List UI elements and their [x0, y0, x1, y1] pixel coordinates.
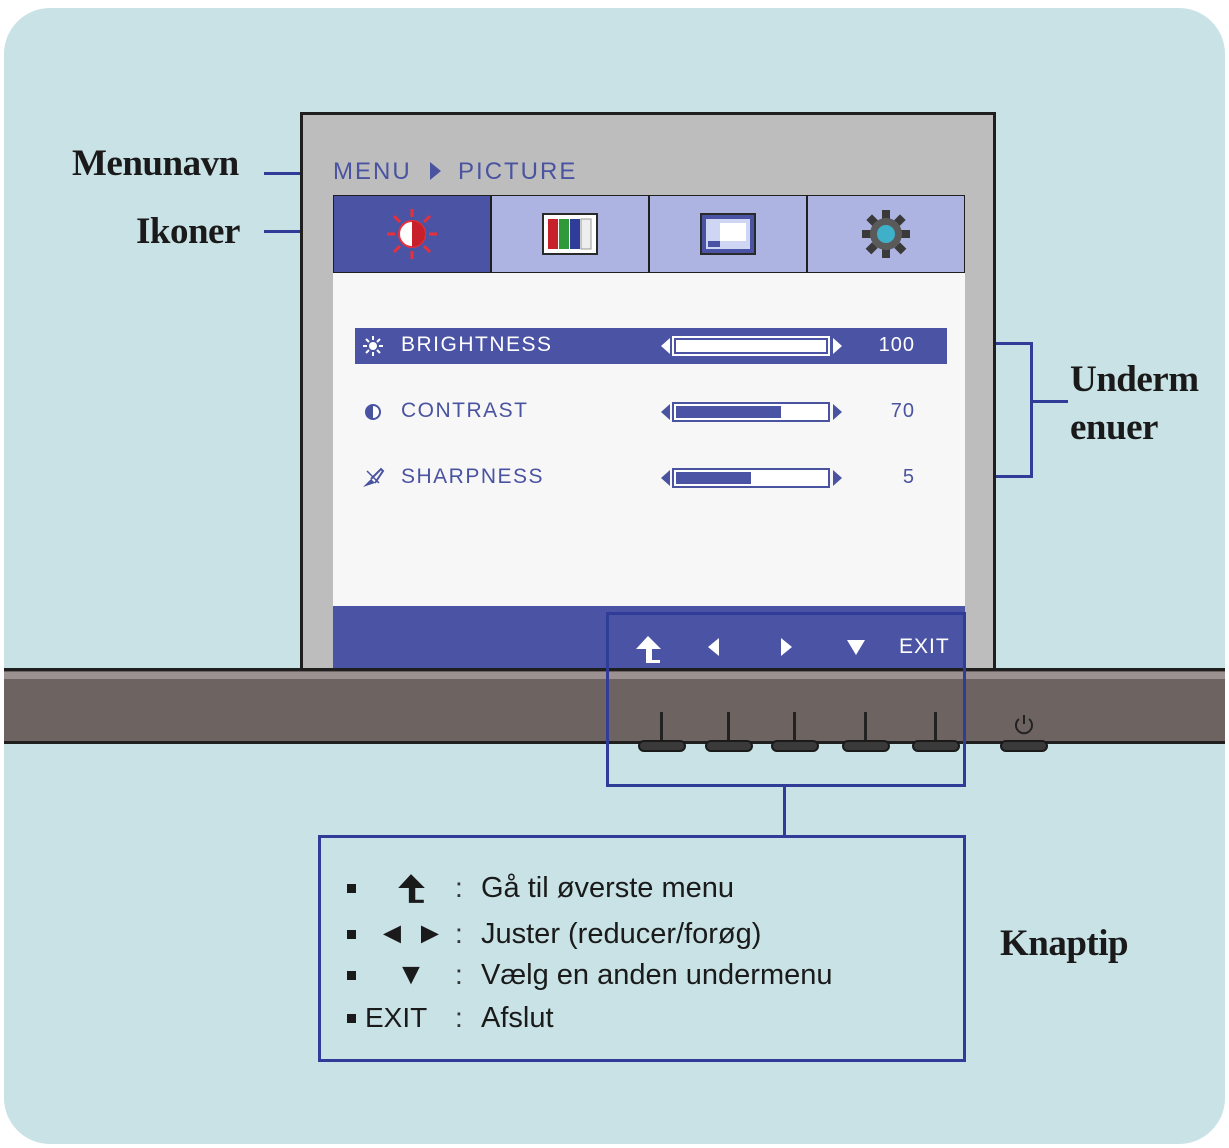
hw-button-left[interactable]	[705, 712, 753, 752]
osd-icon-tabs	[333, 195, 965, 273]
hw-button-down[interactable]	[842, 712, 890, 752]
submenu-pointer-line	[1032, 400, 1068, 403]
increase-arrow-icon[interactable]	[833, 470, 842, 486]
submenu-label: CONTRAST	[401, 399, 529, 422]
legend-row-select: ▼ : Vælg en anden undermenu	[321, 955, 961, 995]
down-arrow-icon: ▼	[396, 958, 426, 991]
bullet	[347, 930, 356, 939]
right-arrow-icon	[781, 638, 792, 656]
contrast-icon	[365, 404, 381, 420]
bezel-highlight	[4, 672, 1225, 679]
left-arrow-icon	[708, 638, 719, 656]
callout-submenus-line2: enuer	[1070, 407, 1158, 448]
breadcrumb-separator-icon	[430, 162, 442, 180]
decrease-arrow-icon[interactable]	[661, 470, 670, 486]
legend-text: Gå til øverste menu	[481, 872, 735, 904]
osd-breadcrumb: MENU PICTURE	[333, 158, 577, 186]
exit-symbol: EXIT	[365, 1002, 428, 1033]
sharpness-slider[interactable]	[672, 468, 830, 488]
osd-submenu-panel: BRIGHTNESS 100 CONTRAST 70 SHARPNESS 5	[333, 273, 965, 606]
icons-pointer-line	[264, 230, 300, 233]
legend-text: Vælg en anden undermenu	[481, 959, 833, 991]
osd-button-bar: EXIT	[333, 606, 965, 668]
legend-row-adjust: ◄ ► : Juster (reducer/forøg)	[321, 914, 961, 954]
settings-gear-icon	[862, 210, 910, 258]
legend-text: Juster (reducer/forøg)	[481, 918, 762, 950]
slider-fill	[676, 472, 751, 484]
slider-fill	[676, 406, 781, 418]
submenu-label: BRIGHTNESS	[401, 333, 553, 356]
left-right-arrows-icon: ◄ ►	[377, 917, 445, 950]
submenu-bracket-vertical	[1030, 342, 1033, 478]
submenu-label: SHARPNESS	[401, 465, 545, 488]
submenu-row-brightness[interactable]: BRIGHTNESS 100	[355, 328, 947, 364]
exit-hint: EXIT	[899, 635, 950, 658]
hw-button-menu[interactable]	[638, 712, 686, 752]
submenu-bracket-top	[996, 342, 1032, 345]
button-tips-legend: : Gå til øverste menu ◄ ► : Juster (redu…	[318, 835, 966, 1062]
legend-text: Afslut	[481, 1002, 554, 1034]
up-menu-icon	[636, 636, 661, 663]
increase-arrow-icon[interactable]	[833, 404, 842, 420]
menu-name-pointer-line	[264, 172, 300, 175]
legend-connector-line	[783, 787, 786, 835]
slider-fill	[676, 340, 826, 352]
hw-button-power[interactable]	[1000, 712, 1048, 752]
breadcrumb-root: MENU	[333, 158, 412, 185]
breadcrumb-current: PICTURE	[458, 158, 578, 185]
submenu-bracket-bottom	[996, 475, 1032, 478]
tab-settings[interactable]	[808, 196, 964, 272]
submenu-row-sharpness[interactable]: SHARPNESS 5	[355, 460, 947, 496]
decrease-arrow-icon[interactable]	[661, 338, 670, 354]
hw-button-exit[interactable]	[912, 712, 960, 752]
brightness-slider[interactable]	[672, 336, 830, 356]
power-icon	[1015, 715, 1033, 735]
bullet	[347, 884, 356, 893]
sun-icon	[363, 336, 383, 356]
submenu-value: 5	[902, 466, 915, 488]
up-menu-icon	[398, 874, 425, 903]
contrast-slider[interactable]	[672, 402, 830, 422]
decrease-arrow-icon[interactable]	[661, 404, 670, 420]
buttons-highlight-box	[606, 612, 966, 787]
tab-picture[interactable]	[334, 196, 490, 272]
legend-row-up: : Gå til øverste menu	[321, 868, 961, 908]
submenu-value: 100	[878, 334, 915, 356]
sharpness-icon	[363, 467, 385, 487]
hw-button-right[interactable]	[771, 712, 819, 752]
monitor-bezel	[4, 668, 1225, 744]
legend-row-exit: EXIT : Afslut	[321, 998, 961, 1038]
bullet	[347, 971, 356, 980]
increase-arrow-icon[interactable]	[833, 338, 842, 354]
callout-menu-name: Menunavn	[72, 143, 239, 184]
down-arrow-icon	[847, 640, 865, 655]
tab-color[interactable]	[492, 196, 648, 272]
display-position-icon	[700, 213, 756, 255]
callout-button-tips: Knaptip	[1000, 923, 1129, 964]
submenu-value: 70	[890, 400, 915, 422]
callout-icons: Ikoner	[136, 211, 240, 252]
brightness-sun-icon	[387, 209, 437, 259]
callout-submenus-line1: Underm	[1070, 359, 1199, 400]
color-bars-icon	[542, 213, 598, 255]
bullet	[347, 1014, 356, 1023]
tab-display[interactable]	[650, 196, 806, 272]
submenu-row-contrast[interactable]: CONTRAST 70	[355, 394, 947, 430]
